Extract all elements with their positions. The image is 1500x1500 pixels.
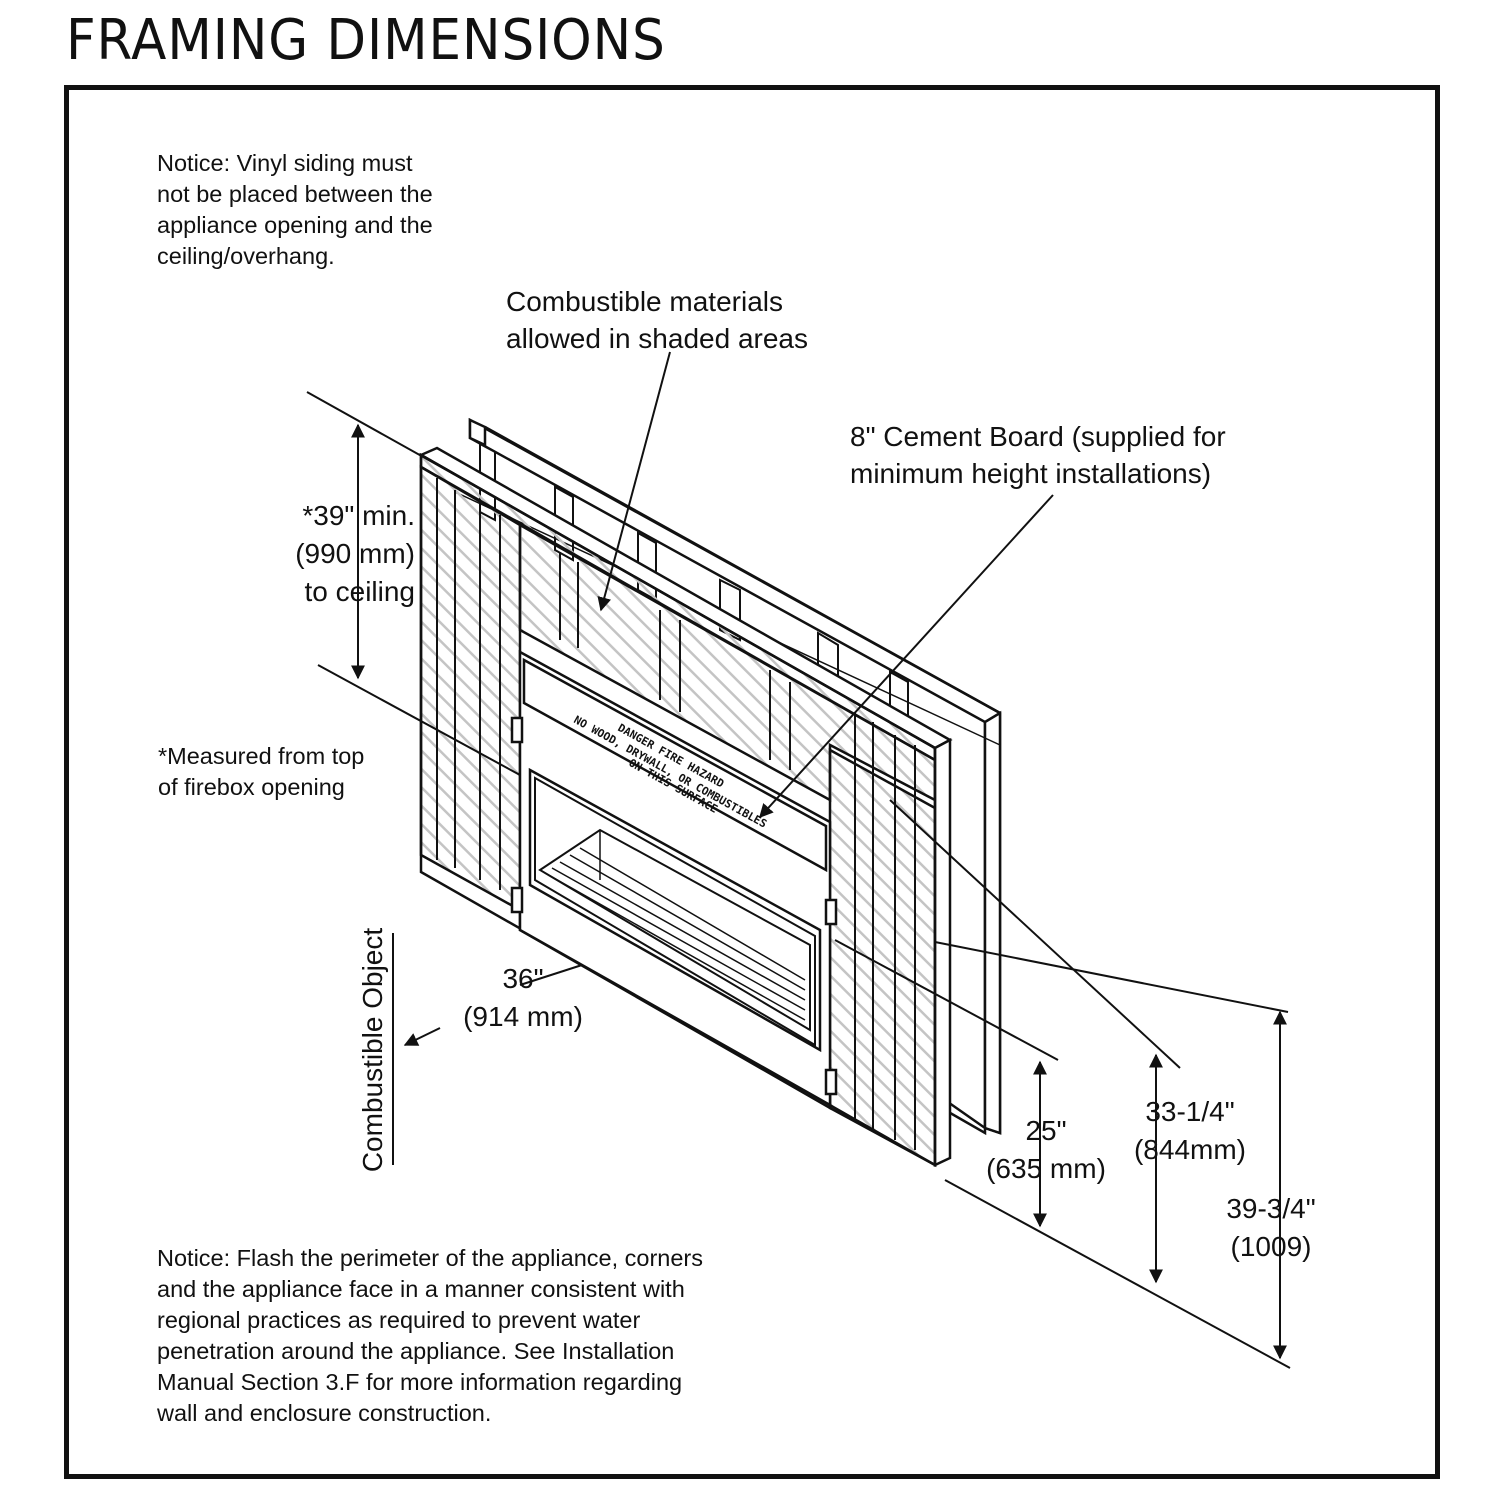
dimension-height-39: 39-3/4" (1009) — [1226, 1193, 1316, 1262]
dimension-width: 36" (914 mm) — [463, 963, 583, 1032]
notice-flashing: Notice: Flash the perimeter of the appli… — [157, 1245, 703, 1426]
callout-cement-board: 8" Cement Board (supplied for minimum he… — [850, 421, 1226, 489]
measured-from-note: *Measured from top of firebox opening — [158, 743, 365, 800]
dimension-height-25: 25" (635 mm) — [986, 1115, 1106, 1184]
dimension-lines — [306, 391, 1291, 1369]
notice-vinyl-siding: Notice: Vinyl siding must not be placed … — [157, 150, 433, 269]
front-frame — [418, 446, 953, 1168]
front-studs — [436, 478, 916, 1150]
page-title: FRAMING DIMENSIONS — [66, 8, 666, 73]
dimension-height-33: 33-1/4" (844mm) — [1133, 1096, 1246, 1165]
fireplace-unit — [510, 649, 838, 1108]
dimension-ceiling-clearance: *39" min. (990 mm) to ceiling — [295, 500, 415, 607]
diagram-frame — [64, 85, 1440, 1479]
callout-combustible-materials: Combustible materials allowed in shaded … — [506, 286, 808, 354]
combustible-object-label: Combustible Object — [357, 927, 388, 1173]
leader-lines — [403, 351, 1054, 1046]
